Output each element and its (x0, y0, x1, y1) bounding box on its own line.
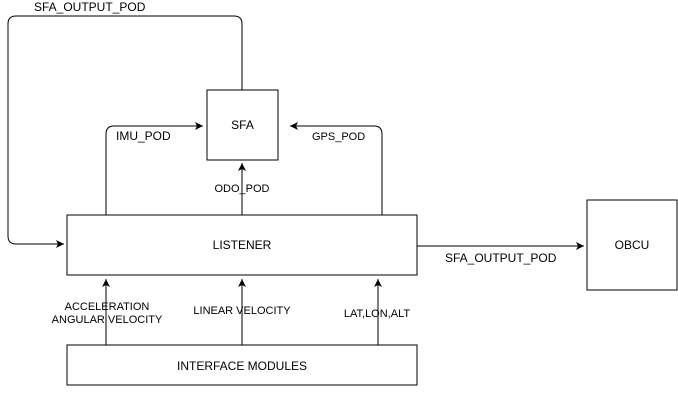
linear-velocity-label: LINEAR VELOCITY (193, 305, 291, 317)
acceleration-label: ACCELERATION (65, 301, 150, 313)
sfa-output-top-label: SFA_OUTPUT_POD (34, 0, 146, 14)
gps-pod-label: GPS_POD (312, 131, 365, 143)
angular-velocity-label: ANGULAR VELOCITY (52, 314, 163, 326)
edge-sfa-output-loop (7, 15, 243, 248)
listener-label: LISTENER (213, 238, 272, 252)
interface-modules-label: INTERFACE MODULES (177, 359, 307, 373)
listener-node (66, 214, 418, 276)
sfa-label: SFA (231, 118, 254, 132)
latlonalt-label: LAT,LON,ALT (344, 308, 411, 320)
odo-pod-label: ODO_POD (214, 183, 269, 195)
sfa-node (206, 89, 279, 161)
edge-gps-pod (290, 122, 383, 215)
sfa-output-right-label: SFA_OUTPUT_POD (445, 251, 557, 265)
obcu-label: OBCU (615, 238, 650, 252)
imu-pod-label: IMU_POD (116, 129, 171, 143)
obcu-node (586, 199, 678, 291)
edge-imu-pod (105, 122, 203, 215)
interface-modules-node (66, 344, 418, 386)
